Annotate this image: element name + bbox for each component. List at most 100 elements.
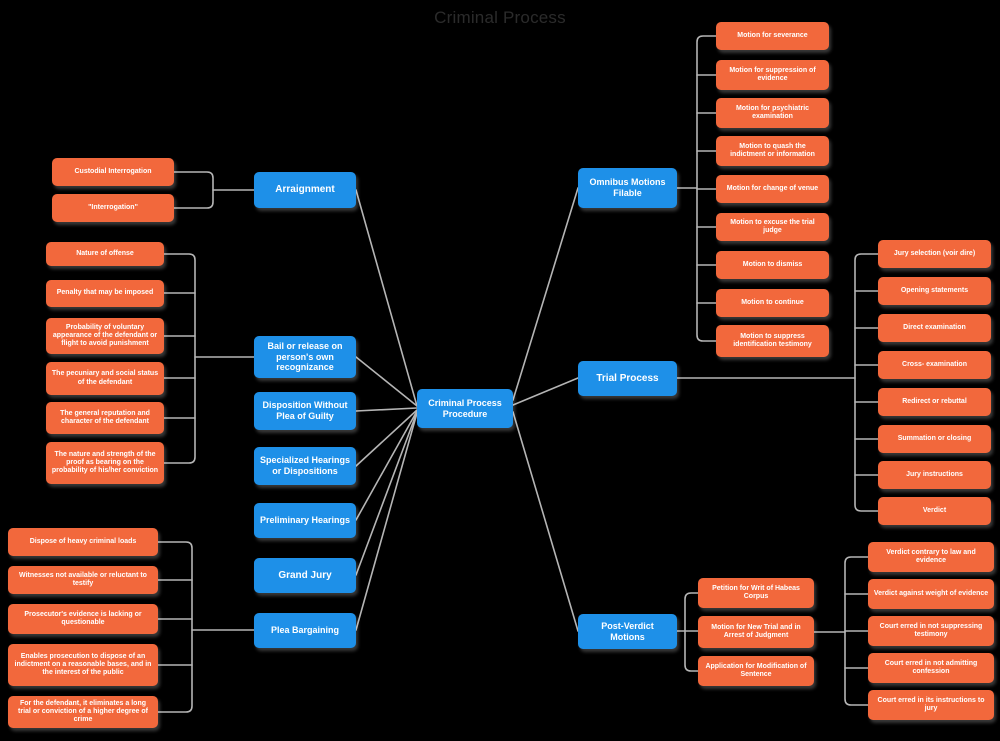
bracket-trial xyxy=(854,253,879,512)
leaf-label: Motion for New Trial and in Arrest of Ju… xyxy=(711,623,801,639)
leaf-label: Motion for suppression of evidence xyxy=(729,66,816,82)
leaf-court-erred-instructions[interactable]: Court erred in its instructions to jury xyxy=(868,690,994,720)
leaf-probability-voluntary-appearance[interactable]: Probability of voluntary appearance of t… xyxy=(46,318,164,354)
branch-post-verdict-motions[interactable]: Post-Verdict Motions xyxy=(578,614,677,649)
leaf-summation-closing[interactable]: Summation or closing xyxy=(878,425,991,453)
leaf-motion-continue[interactable]: Motion to continue xyxy=(716,289,829,317)
leaf-label: Summation or closing xyxy=(897,434,972,442)
leaf-pecuniary-social-status[interactable]: The pecuniary and social status of the d… xyxy=(46,362,164,395)
leaf-label: The general reputation and character of … xyxy=(60,409,150,425)
leaf-penalty-imposed[interactable]: Penalty that may be imposed xyxy=(46,280,164,307)
leaf-nature-of-offense[interactable]: Nature of offense xyxy=(46,242,164,266)
leaf-motion-quash-indictment[interactable]: Motion to quash the indictment or inform… xyxy=(716,136,829,166)
branch-disposition-without-plea[interactable]: Disposition Without Plea of Guilty xyxy=(254,392,356,430)
leaf-label: Probability of voluntary appearance of t… xyxy=(52,323,158,348)
leaf-label: Custodial Interrogation xyxy=(74,167,152,175)
leaf-verdict-against-weight[interactable]: Verdict against weight of evidence xyxy=(868,579,994,609)
leaf-label: Court erred in its instructions to jury xyxy=(877,696,985,712)
leaf-label: Motion to dismiss xyxy=(742,260,803,268)
leaf-nature-strength-of-proof[interactable]: The nature and strength of the proof as … xyxy=(46,442,164,484)
leaf-eliminates-long-trial[interactable]: For the defendant, it eliminates a long … xyxy=(8,696,158,728)
branch-label: Trial Process xyxy=(596,372,659,384)
branch-preliminary-hearings[interactable]: Preliminary Hearings xyxy=(254,503,356,538)
page-title: Criminal Process xyxy=(434,8,566,27)
leaf-label: Nature of offense xyxy=(76,249,134,257)
leaf-opening-statements[interactable]: Opening statements xyxy=(878,277,991,305)
branch-arraignment-label: Arraignment xyxy=(275,184,335,196)
link-root-grandjury xyxy=(355,411,418,576)
leaf-label: Cross- examination xyxy=(902,360,967,368)
leaf-motion-suppress-identification[interactable]: Motion to suppress identification testim… xyxy=(716,325,829,357)
leaf-label: Motion to quash the indictment or inform… xyxy=(730,142,815,158)
leaf-witnesses-not-available[interactable]: Witnesses not available or reluctant to … xyxy=(8,566,158,594)
leaf-label: Application for Modification of Sentence xyxy=(705,662,807,678)
branch-omnibus-motions[interactable]: Omnibus Motions Filable xyxy=(578,168,677,208)
leaf-label: Dispose of heavy criminal loads xyxy=(29,537,137,545)
leaf-label: Motion to continue xyxy=(741,298,804,306)
branch-bail-label: Bail or release on person's own recogniz… xyxy=(267,341,343,373)
leaf-label: Verdict against weight of evidence xyxy=(873,589,989,597)
link-root-bail xyxy=(355,356,418,407)
branch-specialized-hearings[interactable]: Specialized Hearings or Dispositions xyxy=(254,447,356,485)
bracket-newtrial xyxy=(844,556,869,706)
leaf-label: "Interrogation" xyxy=(88,203,138,211)
leaf-verdict-contrary-to-law[interactable]: Verdict contrary to law and evidence xyxy=(868,542,994,572)
link-root-plea xyxy=(355,412,418,631)
bracket-arraignment xyxy=(173,171,214,209)
leaf-verdict[interactable]: Verdict xyxy=(878,497,991,525)
link-root-omnibus xyxy=(512,187,579,401)
leaf-motion-severance[interactable]: Motion for severance xyxy=(716,22,829,50)
root-node-label: Criminal Process Procedure xyxy=(428,397,502,419)
branch-plea-bargaining[interactable]: Plea Bargaining xyxy=(254,613,356,648)
leaf-motion-suppression-evidence[interactable]: Motion for suppression of evidence xyxy=(716,60,829,90)
leaf-motion-psychiatric-examination[interactable]: Motion for psychiatric examination xyxy=(716,98,829,128)
leaf-direct-examination[interactable]: Direct examination xyxy=(878,314,991,342)
leaf-label: Motion to suppress identification testim… xyxy=(733,332,812,348)
leaf-jury-instructions[interactable]: Jury instructions xyxy=(878,461,991,489)
leaf-label: Court erred in not admitting confession xyxy=(884,659,978,675)
root-node[interactable]: Criminal Process Procedure xyxy=(417,389,513,428)
leaf-label: For the defendant, it eliminates a long … xyxy=(18,699,148,724)
leaf-label: Motion for psychiatric examination xyxy=(735,104,810,120)
leaf-label: Enables prosecution to dispose of an ind… xyxy=(14,652,152,677)
leaf-prosecutor-evidence-lacking[interactable]: Prosecutor's evidence is lacking or ques… xyxy=(8,604,158,634)
leaf-cross-examination[interactable]: Cross- examination xyxy=(878,351,991,379)
leaf-petition-habeas-corpus[interactable]: Petition for Writ of Habeas Corpus xyxy=(698,578,814,608)
leaf-label: Opening statements xyxy=(900,286,969,294)
leaf-label: Witnesses not available or reluctant to … xyxy=(19,571,147,587)
branch-label: Plea Bargaining xyxy=(270,625,340,636)
leaf-motion-new-trial-arrest-judgment[interactable]: Motion for New Trial and in Arrest of Ju… xyxy=(698,616,814,648)
leaf-interrogation[interactable]: "Interrogation" xyxy=(52,194,174,222)
leaf-jury-selection[interactable]: Jury selection (voir dire) xyxy=(878,240,991,268)
leaf-general-reputation[interactable]: The general reputation and character of … xyxy=(46,402,164,434)
leaf-custodial-interrogation[interactable]: Custodial Interrogation xyxy=(52,158,174,186)
link-root-postverdict xyxy=(512,411,579,632)
leaf-application-modification-sentence[interactable]: Application for Modification of Sentence xyxy=(698,656,814,686)
leaf-label: Prosecutor's evidence is lacking or ques… xyxy=(24,610,142,626)
leaf-dispose-heavy-criminal-loads[interactable]: Dispose of heavy criminal loads xyxy=(8,528,158,556)
leaf-label: Motion for change of venue xyxy=(726,184,819,192)
leaf-court-erred-not-admitting[interactable]: Court erred in not admitting confession xyxy=(868,653,994,683)
branch-grand-jury[interactable]: Grand Jury xyxy=(254,558,356,593)
leaf-label: Penalty that may be imposed xyxy=(56,289,154,297)
leaf-redirect-rebuttal[interactable]: Redirect or rebuttal xyxy=(878,388,991,416)
branch-label: Preliminary Hearings xyxy=(259,515,351,526)
branch-label: Disposition Without Plea of Guilty xyxy=(262,400,348,421)
leaf-label: Court erred in not suppressing testimony xyxy=(879,622,983,638)
leaf-enables-prosecution-dispose[interactable]: Enables prosecution to dispose of an ind… xyxy=(8,644,158,686)
branch-bail[interactable]: Bail or release on person's own recogniz… xyxy=(254,336,356,378)
leaf-label: Jury instructions xyxy=(906,470,963,478)
link-root-arraignment xyxy=(355,189,418,407)
leaf-label: The nature and strength of the proof as … xyxy=(51,450,159,475)
branch-trial-process[interactable]: Trial Process xyxy=(578,361,677,396)
leaf-label: Motion for severance xyxy=(737,31,808,39)
bracket-omnibus xyxy=(696,35,717,342)
branch-arraignment[interactable]: Arraignment xyxy=(254,172,356,208)
leaf-motion-change-venue[interactable]: Motion for change of venue xyxy=(716,175,829,203)
leaf-motion-excuse-trial-judge[interactable]: Motion to excuse the trial judge xyxy=(716,213,829,241)
leaf-label: Petition for Writ of Habeas Corpus xyxy=(712,584,800,600)
leaf-court-erred-not-suppressing[interactable]: Court erred in not suppressing testimony xyxy=(868,616,994,646)
leaf-motion-dismiss[interactable]: Motion to dismiss xyxy=(716,251,829,279)
leaf-label: Motion to excuse the trial judge xyxy=(730,218,815,234)
